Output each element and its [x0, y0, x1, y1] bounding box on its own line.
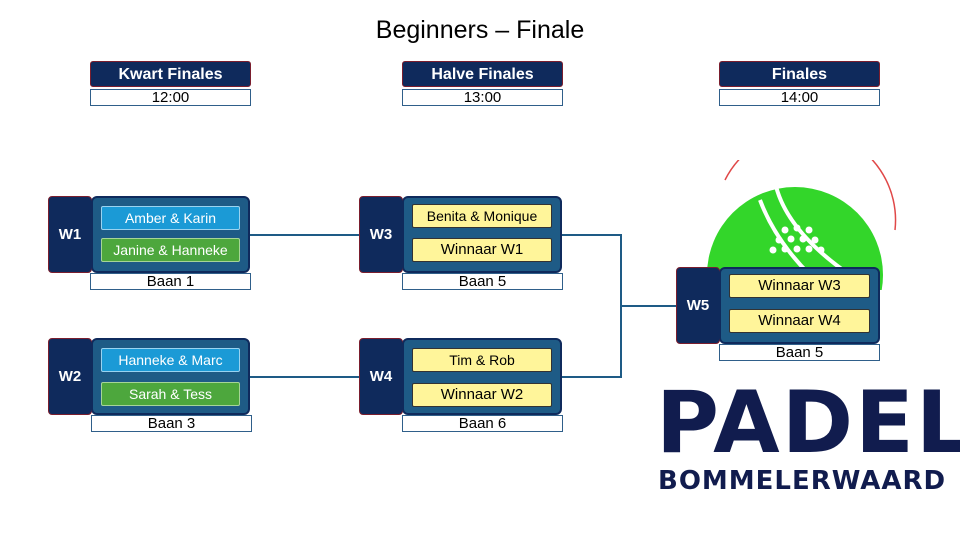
- team-slot: Winnaar W1: [412, 238, 552, 262]
- team-slot: Winnaar W4: [729, 309, 870, 333]
- page-title: Beginners – Finale: [375, 16, 585, 44]
- match-tag-w3: W3: [359, 196, 403, 273]
- match-tag-w5: W5: [676, 267, 720, 344]
- padel-racket-logo: [707, 160, 897, 290]
- match-w2: Hanneke & Marc Sarah & Tess: [91, 338, 250, 415]
- connector-w3-w4: [562, 234, 622, 378]
- team-slot: Winnaar W2: [412, 383, 552, 407]
- team-slot: Amber & Karin: [101, 206, 240, 230]
- team-slot: Benita & Monique: [412, 204, 552, 228]
- team-slot: Hanneke & Marc: [101, 348, 240, 372]
- court-label-w2: Baan 3: [91, 415, 252, 432]
- team-slot: Tim & Rob: [412, 348, 552, 372]
- match-w5: Winnaar W3 Winnaar W4: [719, 267, 880, 344]
- team-slot: Winnaar W3: [729, 274, 870, 298]
- match-w4: Tim & Rob Winnaar W2: [402, 338, 562, 415]
- match-w3: Benita & Monique Winnaar W1: [402, 196, 562, 273]
- match-tag-w4: W4: [359, 338, 403, 415]
- court-label-w5: Baan 5: [719, 344, 880, 361]
- logo-title: PADEL: [656, 373, 960, 473]
- round-header-finals: Finales: [719, 61, 880, 87]
- round-time-finals: 14:00: [719, 89, 880, 106]
- match-tag-w2: W2: [48, 338, 92, 415]
- court-label-w4: Baan 6: [402, 415, 563, 432]
- match-w1: Amber & Karin Janine & Hanneke: [91, 196, 250, 273]
- team-slot: Janine & Hanneke: [101, 238, 240, 262]
- round-header-semifinals: Halve Finales: [402, 61, 563, 87]
- court-label-w3: Baan 5: [402, 273, 563, 290]
- round-time-quarterfinals: 12:00: [90, 89, 251, 106]
- court-label-w1: Baan 1: [90, 273, 251, 290]
- team-slot: Sarah & Tess: [101, 382, 240, 406]
- match-tag-w1: W1: [48, 196, 92, 273]
- logo-subtitle: BOMMELERWAARD: [658, 466, 947, 496]
- round-time-semifinals: 13:00: [402, 89, 563, 106]
- round-header-quarterfinals: Kwart Finales: [90, 61, 251, 87]
